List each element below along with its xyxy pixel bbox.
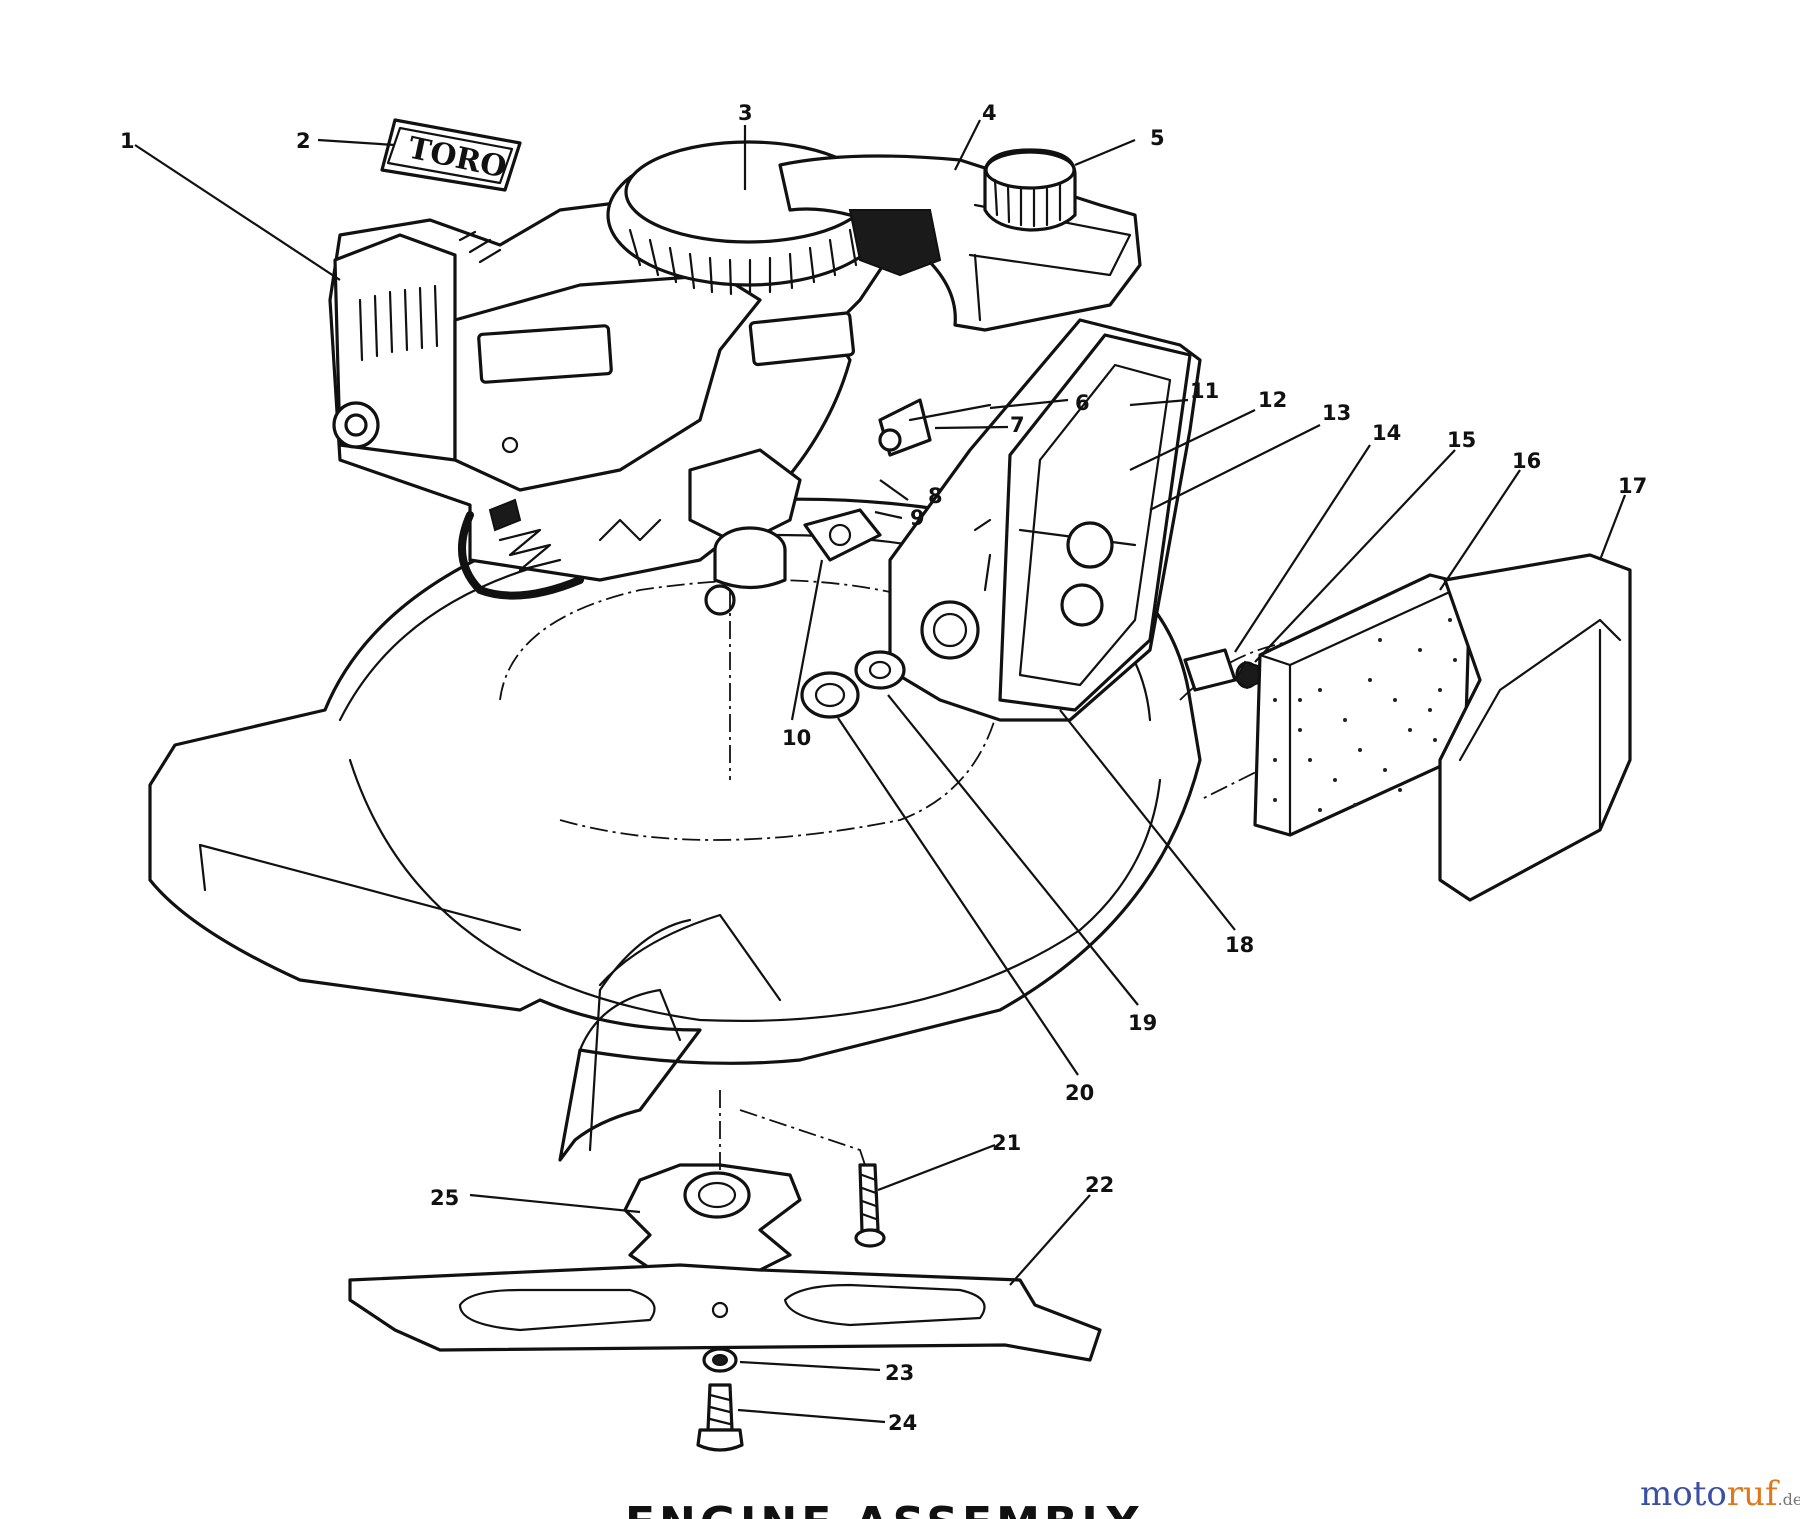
callout-18: 18 xyxy=(1225,933,1254,957)
callout-numbers: 1 2 3 4 5 6 7 8 9 10 11 12 13 14 15 16 1… xyxy=(120,101,1647,1435)
svg-text:motoruf.de: motoruf.de xyxy=(1640,1474,1800,1514)
muffler-vents xyxy=(358,230,502,362)
callout-25: 25 xyxy=(430,1186,459,1210)
fuel-tank xyxy=(778,148,1142,332)
callout-14: 14 xyxy=(1372,421,1401,445)
callout-2: 2 xyxy=(296,129,311,153)
callout-13: 13 xyxy=(1322,401,1351,425)
callout-11: 11 xyxy=(1190,379,1219,403)
callout-6: 6 xyxy=(1075,391,1090,415)
blade-adapter xyxy=(623,1163,886,1277)
callout-19: 19 xyxy=(1128,1011,1157,1035)
callout-21: 21 xyxy=(992,1131,1021,1155)
callout-7: 7 xyxy=(1010,413,1025,437)
callout-4: 4 xyxy=(982,101,997,125)
watermark-part2: ruf xyxy=(1727,1474,1780,1514)
spacer-and-nut xyxy=(1183,648,1262,692)
watermark-part1: moto xyxy=(1640,1474,1727,1514)
callout-1: 1 xyxy=(120,129,135,153)
washer-and-bolt xyxy=(696,1347,744,1452)
callout-10: 10 xyxy=(782,726,811,750)
foam-texture xyxy=(1273,618,1457,812)
callout-22: 22 xyxy=(1085,1173,1114,1197)
air-cleaner-base xyxy=(888,318,1202,722)
callout-5: 5 xyxy=(1150,126,1165,150)
callout-8: 8 xyxy=(928,484,943,508)
cutting-blade xyxy=(348,1263,1102,1362)
leader-lines xyxy=(134,119,1627,1424)
callout-16: 16 xyxy=(1512,449,1541,473)
callout-15: 15 xyxy=(1447,428,1476,452)
callout-17: 17 xyxy=(1618,474,1647,498)
mower-deck xyxy=(148,497,1422,1162)
air-cleaner-cover xyxy=(1438,553,1632,902)
logo-plate: TORO xyxy=(380,118,522,192)
callout-24: 24 xyxy=(888,1411,917,1435)
callout-3: 3 xyxy=(738,101,753,125)
callout-20: 20 xyxy=(1065,1081,1094,1105)
callout-9: 9 xyxy=(910,506,925,530)
air-filter-element xyxy=(1253,573,1472,837)
alignment-lines xyxy=(719,590,866,1170)
diagram-title: ENGINE ASSEMBLY xyxy=(625,1498,1142,1519)
watermark: motoruf.de xyxy=(1640,1474,1800,1514)
engine-body xyxy=(328,188,992,616)
callout-12: 12 xyxy=(1258,388,1287,412)
callout-23: 23 xyxy=(885,1361,914,1385)
grommets xyxy=(800,650,906,719)
watermark-suffix: .de xyxy=(1778,1490,1800,1509)
